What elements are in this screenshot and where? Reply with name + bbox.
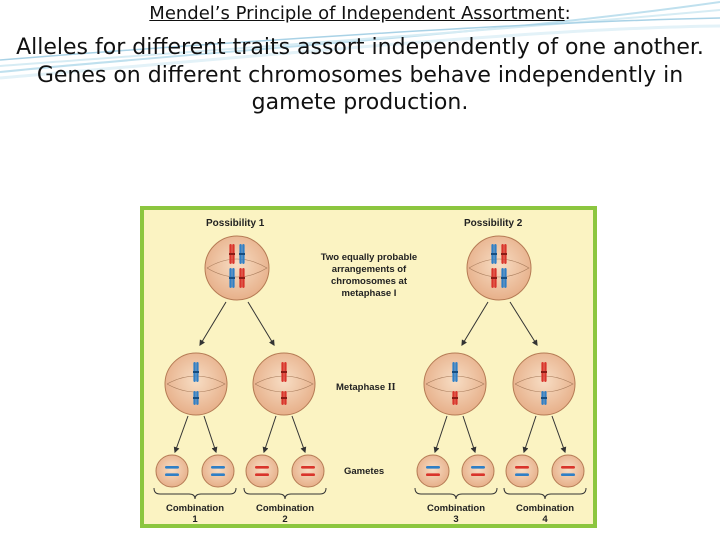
combination-brackets [153,487,587,500]
note-line-4: metaphase I [342,288,397,299]
metaphase-i-cell-2 [466,235,532,301]
possibility-1-label: Possibility 1 [206,218,265,229]
gametes-row [155,454,585,488]
possibility-2-label: Possibility 2 [464,218,523,229]
metaphase-ii-cell-2 [252,352,316,416]
slide-body: Alleles for different traits assort inde… [0,34,720,117]
gametes-label: Gametes [344,466,384,477]
combination-2-number: 2 [282,514,287,524]
combination-4-number: 4 [542,514,548,524]
decorative-swoosh [0,1,720,80]
heading-title: Mendel’s Principle of Independent Assort… [149,3,565,24]
combination-2-label: Combination [256,503,314,514]
note-line-2: arrangements of [332,264,407,275]
combination-3-label: Combination [427,503,485,514]
combination-1-number: 1 [192,514,198,524]
heading-colon: : [564,3,571,24]
combination-3-number: 3 [453,514,458,524]
arrows-meiosis-i [199,301,538,347]
combination-1-label: Combination [166,503,224,514]
body-line-2: Genes on different chromosomes behave in… [36,62,684,116]
metaphase-ii-cell-1 [164,352,228,416]
metaphase-ii-cell-3 [423,352,487,416]
body-line-1: Alleles for different traits assort inde… [16,35,704,60]
slide-heading: Mendel’s Principle of Independent Assort… [0,3,720,24]
arrows-meiosis-ii [173,415,567,454]
metaphase-i-cell-1 [204,235,270,301]
metaphase-ii-cell-4 [512,352,576,416]
metaphase-ii-label: Metaphase II [336,382,396,393]
note-line-3: chromosomes at [331,276,408,287]
independent-assortment-diagram: Possibility 1 Possibility 2 Two equally … [140,206,597,528]
combination-4-label: Combination [516,503,574,514]
note-line-1: Two equally probable [321,252,417,263]
